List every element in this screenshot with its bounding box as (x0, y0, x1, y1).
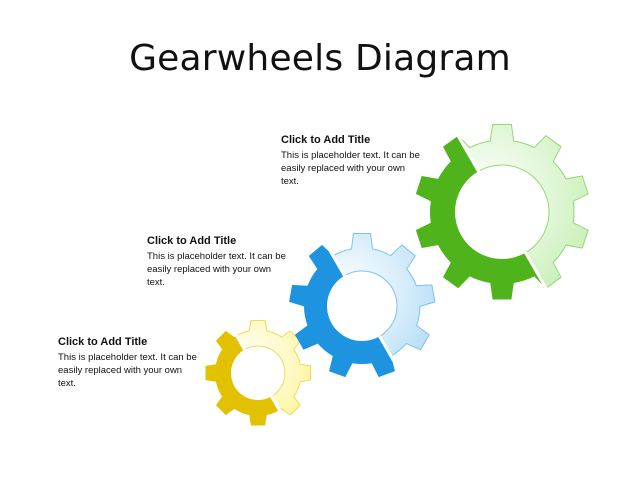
callout-text[interactable]: This is placeholder text. It can be easi… (58, 352, 197, 389)
blue-gear (288, 233, 436, 378)
yellow-gear (205, 320, 311, 426)
callout-title[interactable]: Click to Add Title (281, 134, 371, 146)
callout-title[interactable]: Click to Add Title (147, 235, 237, 247)
slide-title[interactable]: Gearwheels Diagram (129, 38, 511, 79)
callout-yellow[interactable]: Click to Add Title This is placeholder t… (58, 336, 198, 390)
callout-title[interactable]: Click to Add Title (58, 336, 148, 348)
callout-text[interactable]: This is placeholder text. It can be easi… (281, 150, 420, 187)
callout-text[interactable]: This is placeholder text. It can be easi… (147, 251, 286, 288)
green-gear (415, 124, 589, 300)
callout-green[interactable]: Click to Add Title This is placeholder t… (281, 134, 421, 188)
callout-blue[interactable]: Click to Add Title This is placeholder t… (147, 235, 287, 289)
